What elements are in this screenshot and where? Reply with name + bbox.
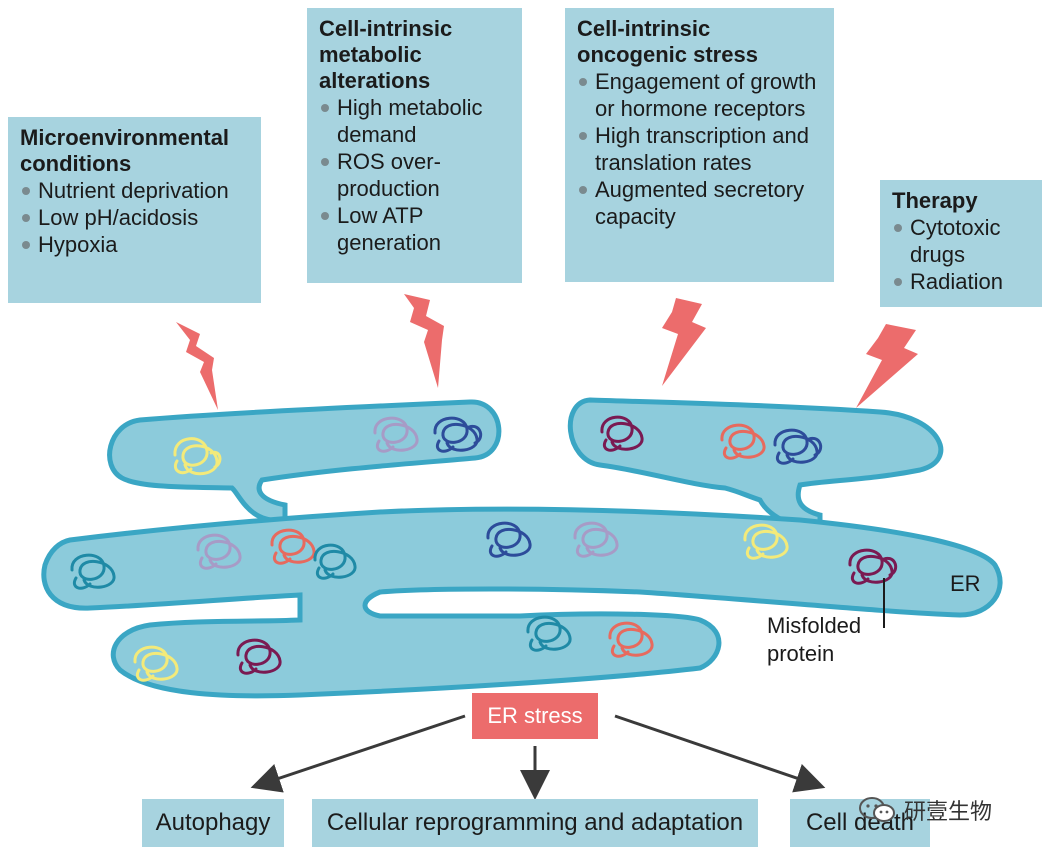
microenvironment-item: Hypoxia — [20, 231, 251, 258]
protein-salmon — [608, 621, 654, 658]
protein-navy — [433, 416, 483, 453]
outcome-reprogramming: Cellular reprogramming and adaptation — [312, 799, 758, 847]
lightning-bolt-icon — [856, 324, 918, 408]
protein-plum — [236, 638, 282, 675]
oncogenic-title: Cell-intrinsic oncogenic stress — [577, 16, 758, 67]
protein-teal — [313, 543, 357, 580]
protein-navy — [773, 428, 823, 465]
watermark-text: 研壹生物 — [904, 799, 993, 824]
protein-salmon — [270, 528, 316, 565]
stress-bolts — [176, 294, 918, 410]
outcome-arrows — [250, 714, 826, 800]
protein-lavender — [573, 521, 619, 558]
protein-navy — [486, 521, 532, 558]
protein-yellow — [743, 523, 789, 560]
therapy-item: Cytotoxic drugs — [892, 214, 1032, 268]
oncogenic-item: Augmented secretory capacity — [577, 176, 824, 230]
metabolic-box: Cell-intrinsic metabolic alterations Hig… — [307, 8, 522, 283]
metabolic-title: Cell-intrinsic metabolic alterations — [319, 16, 453, 93]
er-top-left-lobe — [107, 399, 502, 523]
misfolded-proteins — [70, 415, 898, 682]
protein-lavender — [373, 416, 419, 453]
microenvironment-item: Low pH/acidosis — [20, 204, 251, 231]
outcome-cell-death: Cell death — [790, 799, 930, 847]
lightning-bolt-icon — [176, 322, 218, 410]
protein-plum — [848, 548, 898, 585]
therapy-item: Radiation — [892, 268, 1032, 295]
arrow-to-autophagy — [250, 714, 466, 793]
protein-plum — [600, 415, 644, 452]
protein-teal — [70, 553, 116, 590]
er-stress-box: ER stress — [472, 693, 598, 739]
watermark: 研壹生物 — [858, 794, 992, 826]
microenvironment-box: Microenvironmental conditions Nutrient d… — [8, 117, 261, 303]
oncogenic-item: High transcription and translation rates — [577, 122, 824, 176]
protein-lavender — [196, 533, 242, 570]
therapy-title: Therapy — [892, 188, 978, 213]
protein-teal — [526, 615, 572, 652]
protein-yellow — [173, 437, 222, 476]
arrow-to-cell-death — [614, 714, 826, 793]
outcome-autophagy: Autophagy — [142, 799, 284, 847]
protein-salmon — [720, 423, 766, 460]
protein-yellow — [133, 645, 179, 682]
metabolic-item: High metabolic demand — [319, 94, 512, 148]
microenvironment-title: Microenvironmental conditions — [20, 125, 230, 176]
oncogenic-box: Cell-intrinsic oncogenic stress Engageme… — [565, 8, 834, 282]
metabolic-item: ROS over-production — [319, 148, 512, 202]
er-top-right-lobe — [567, 397, 944, 533]
metabolic-item: Low ATP generation — [319, 202, 512, 256]
lightning-bolt-icon — [404, 294, 444, 388]
microenvironment-item: Nutrient deprivation — [20, 177, 251, 204]
oncogenic-item: Engagement of growth or hormone receptor… — [577, 68, 824, 122]
misfolded-protein-label: Misfolded protein — [767, 613, 862, 666]
wechat-icon — [859, 797, 895, 822]
therapy-box: Therapy Cytotoxic drugs Radiation — [880, 180, 1042, 307]
lightning-bolt-icon — [662, 298, 706, 386]
er-label: ER — [950, 571, 981, 596]
